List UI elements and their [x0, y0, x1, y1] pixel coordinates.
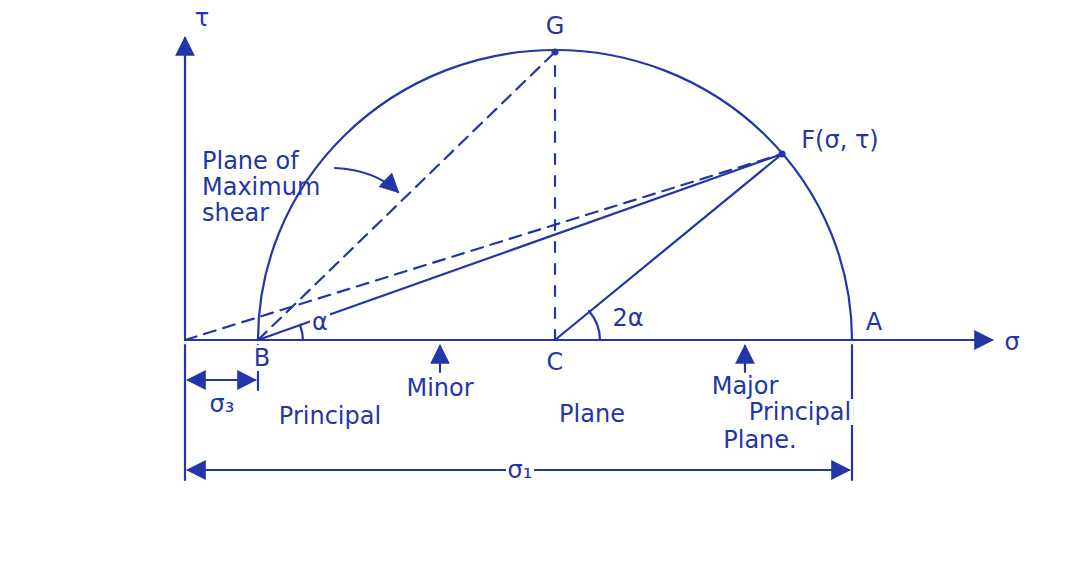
angle-label: 2α [610, 305, 645, 331]
alpha-arc [300, 325, 303, 340]
line-cf [555, 154, 782, 340]
axis-label: τ [193, 5, 211, 31]
line-bf [258, 154, 782, 340]
plane-label: Major [710, 373, 781, 399]
tau-axis [184, 38, 186, 340]
leader-arrow [335, 168, 398, 192]
plane-label: Principal [747, 399, 853, 425]
mohr-arc [258, 50, 852, 340]
angle-label: α [310, 309, 330, 335]
sigma3-dimension [188, 379, 255, 381]
dimension-label: σ₁ [506, 457, 535, 483]
point-label: B [252, 345, 272, 371]
callout-text: Plane of Maximum shear [200, 148, 344, 226]
point-f [780, 152, 785, 157]
plane-label: Plane [557, 401, 627, 427]
two-alpha-arc [589, 311, 600, 340]
point-label: F(σ, τ) [799, 127, 880, 153]
point-label: C [545, 349, 566, 375]
plane-label: Principal [277, 403, 383, 429]
point-g [553, 50, 558, 55]
point-label: G [544, 13, 567, 39]
dimension-label: σ₃ [208, 391, 237, 417]
center-vertical [554, 52, 556, 340]
major-plane-pointer [744, 346, 746, 372]
plane-label: Minor [404, 375, 475, 401]
minor-plane-pointer [439, 346, 441, 372]
point-label: A [864, 309, 884, 335]
dimension-tick [184, 345, 186, 480]
axis-label: σ [1002, 329, 1021, 355]
plane-label: Plane. [721, 427, 798, 453]
sigma-axis [185, 339, 992, 341]
